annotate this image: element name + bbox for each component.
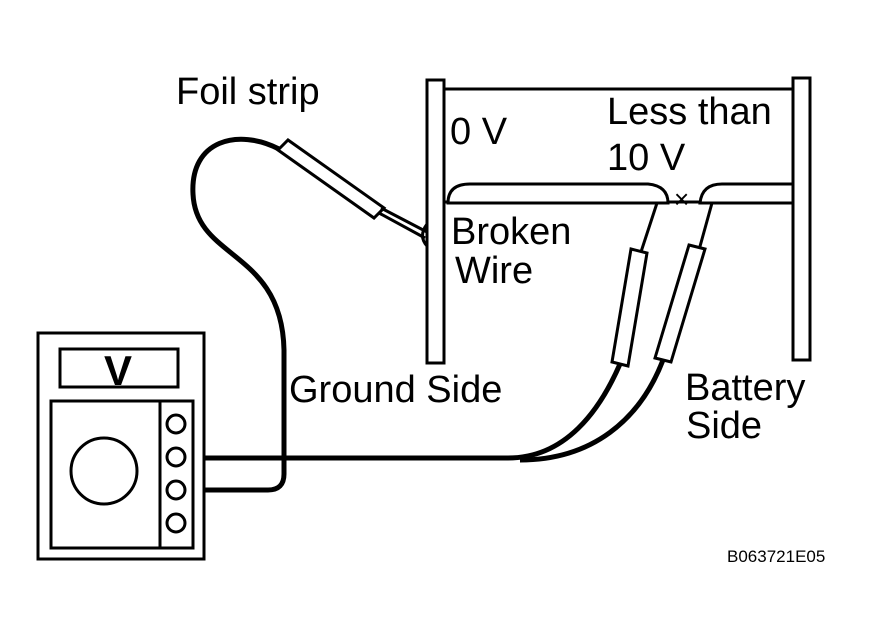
meter-jack-1 bbox=[165, 413, 187, 435]
break-mark: × bbox=[674, 184, 690, 214]
left-post bbox=[425, 78, 446, 365]
meter-jack-3 bbox=[165, 479, 187, 501]
wire-battery-segment bbox=[698, 182, 795, 205]
probe-ground-needle bbox=[638, 202, 659, 256]
figure-code: B063721E05 bbox=[727, 547, 826, 566]
probe-battery-side bbox=[653, 202, 714, 364]
less-than-label-line1: Less than bbox=[607, 91, 772, 133]
right-post bbox=[791, 76, 812, 362]
ground-side-label: Ground Side bbox=[289, 369, 503, 411]
broken-wire-label-line1: Broken bbox=[451, 211, 572, 253]
probe-battery-needle bbox=[697, 202, 714, 251]
meter-jack-4 bbox=[165, 512, 187, 534]
foil-strip-probe bbox=[275, 138, 429, 248]
foil-probe-tip-2 bbox=[380, 206, 428, 234]
foil-probe-tip bbox=[378, 211, 426, 240]
meter-display bbox=[58, 347, 180, 389]
foil-contact bbox=[421, 223, 429, 248]
battery-probe-lead bbox=[519, 359, 666, 463]
battery-side-label-line1: Battery bbox=[685, 367, 806, 409]
foil-strip-label: Foil strip bbox=[176, 71, 320, 113]
meter-display-label: V bbox=[104, 347, 133, 394]
probe-battery-body bbox=[653, 243, 707, 364]
probe-ground-side bbox=[610, 202, 659, 368]
meter-dial bbox=[69, 436, 139, 506]
probe-ground-body bbox=[610, 247, 649, 368]
test-leads bbox=[188, 136, 666, 493]
wire-ground-segment bbox=[446, 182, 670, 205]
ground-probe-lead bbox=[188, 363, 623, 461]
voltmeter bbox=[36, 331, 206, 561]
foil-lead bbox=[188, 136, 287, 493]
window-frame bbox=[425, 76, 812, 365]
less-than-label-line2: 10 V bbox=[607, 137, 686, 179]
broken-wire-label-line2: Wire bbox=[455, 250, 534, 292]
foil-probe-body bbox=[275, 138, 387, 220]
defogger-wire bbox=[446, 182, 795, 205]
zero-volts-label: 0 V bbox=[450, 111, 508, 153]
battery-side-label-line2: Side bbox=[686, 405, 763, 447]
meter-jack-2 bbox=[165, 446, 187, 468]
